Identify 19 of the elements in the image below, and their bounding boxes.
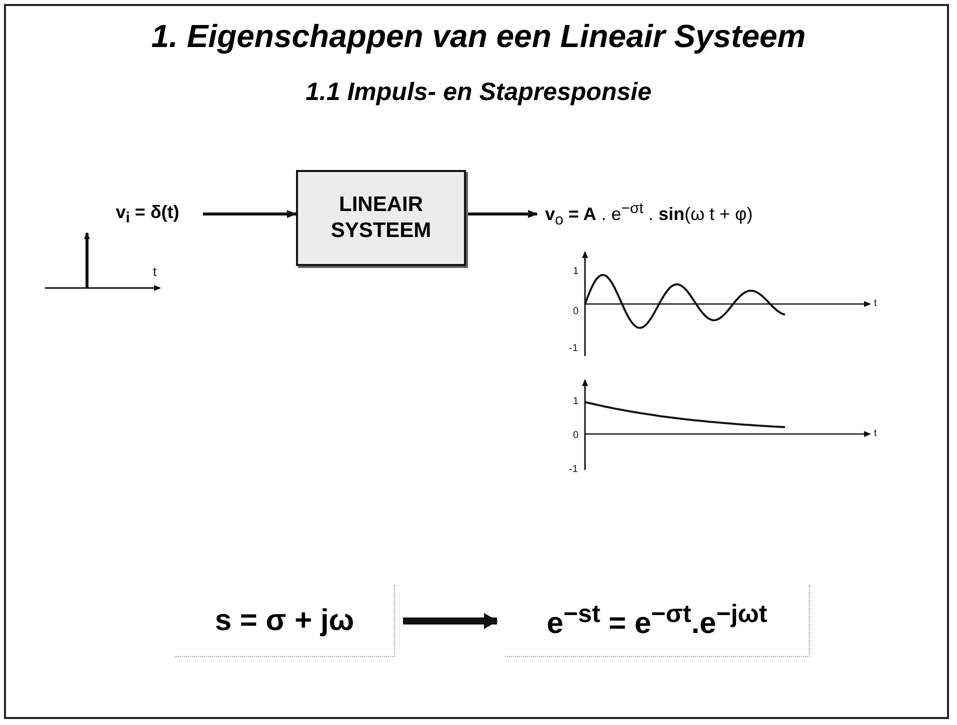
- formula-box: s = σ + jω: [175, 585, 395, 657]
- tick-label: -1: [569, 464, 578, 476]
- arrow: [203, 210, 297, 218]
- tick-label: 0: [573, 306, 579, 318]
- tick-label: -1: [569, 343, 578, 355]
- arrow: [403, 613, 498, 629]
- tick-label: 0: [573, 430, 579, 442]
- subtitle: 1.1 Impuls- en Stapresponsie: [304, 78, 652, 107]
- axis-label: t: [874, 428, 877, 440]
- formula-box: e$^{−st}$ = e$^{−σt}$.e$^{−jωt}$: [505, 585, 810, 657]
- system-block: LINEAIR SYSTEEM: [296, 170, 466, 266]
- axis-label: t: [874, 298, 877, 310]
- tick-label: 1: [573, 266, 579, 278]
- arrow: [466, 210, 538, 218]
- input-formula: v$_{i}$ = δ(t): [100, 200, 195, 228]
- slide-title: 1. Eigenschappen van een Lineair Systeem: [150, 18, 807, 55]
- output-formula: v$_{o}$ = A . e$^{−σt}$ . sin(ω t + φ): [545, 200, 875, 228]
- tick-label: 1: [573, 396, 579, 408]
- axis-label: t: [153, 266, 157, 278]
